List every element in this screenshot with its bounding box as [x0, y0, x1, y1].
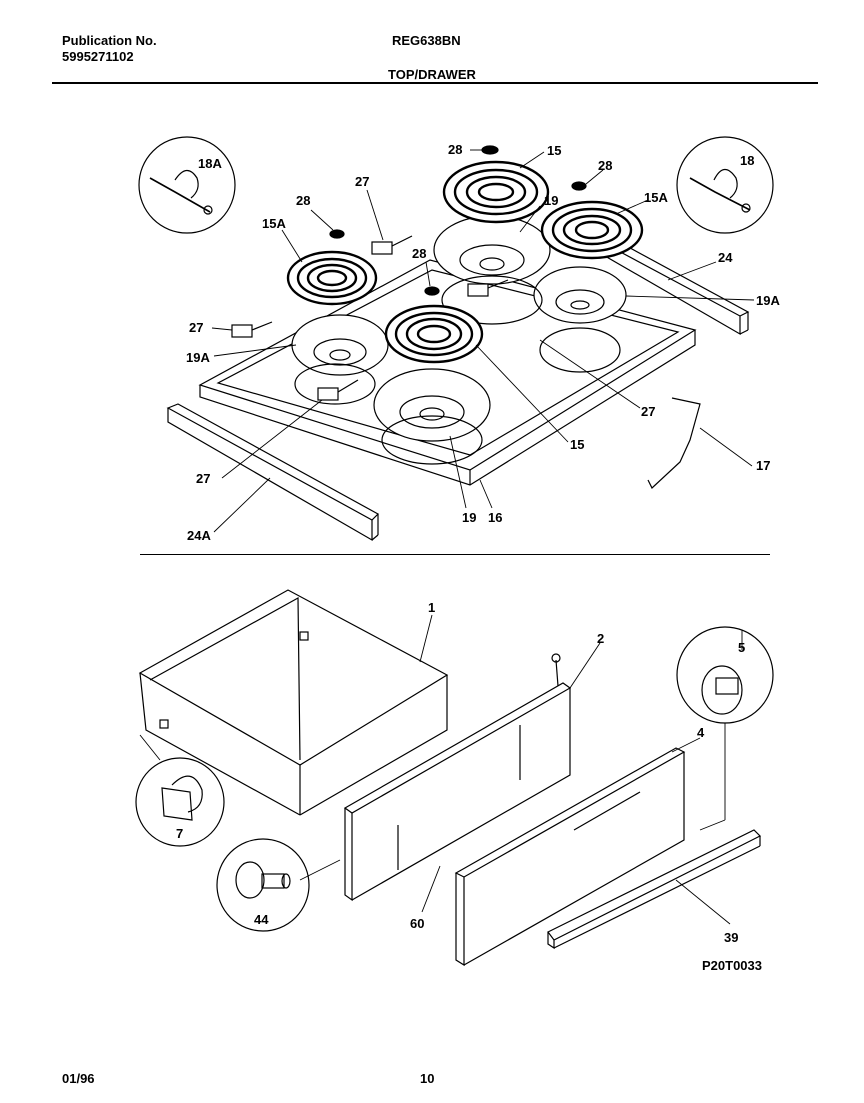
callout-top-5: 27: [355, 174, 369, 189]
top-leaders: [211, 149, 755, 533]
callout-top-21: 16: [488, 510, 502, 525]
header-rule: [52, 82, 818, 84]
callout-bottom-7: 39: [724, 930, 738, 945]
callout-bottom-4: 7: [176, 826, 183, 841]
footer-date: 01/96: [62, 1071, 95, 1086]
bottom-leaders: [139, 614, 743, 925]
publication-label: Publication No.: [62, 33, 157, 48]
inset-18a: [138, 136, 236, 234]
spacers: [329, 145, 587, 296]
callout-labels: 28 15 28 18A 18 27 28 15A 15A 19 28 24 1…: [176, 142, 780, 973]
callout-top-6: 28: [296, 193, 310, 208]
callout-top-20: 19: [462, 510, 476, 525]
section-divider: [140, 554, 770, 555]
callout-bottom-6: 60: [410, 916, 424, 931]
callout-top-9: 19: [544, 193, 558, 208]
callout-bottom-2: 5: [738, 640, 745, 655]
section-title: TOP/DRAWER: [388, 67, 476, 82]
lid-support-wire-17: [647, 397, 701, 489]
callout-top-14: 19A: [186, 350, 210, 365]
callout-top-0: 28: [448, 142, 462, 157]
callout-top-1: 15: [547, 143, 561, 158]
callout-top-2: 28: [598, 158, 612, 173]
inset-44: [216, 838, 310, 932]
callout-top-16: 15: [570, 437, 584, 452]
front-trim-24a: [166, 403, 379, 542]
inset-7: [135, 757, 225, 847]
surface-units: [286, 160, 644, 364]
callout-top-12: 19A: [756, 293, 780, 308]
receptacles: [231, 235, 509, 401]
callout-top-18: 27: [196, 471, 210, 486]
callout-top-15: 27: [641, 404, 655, 419]
callout-bottom-3: 4: [697, 725, 705, 740]
callout-top-19: 24A: [187, 528, 211, 543]
drawer-box-1: [138, 589, 449, 816]
drawer-panel-4: [454, 747, 686, 967]
callout-top-8: 15A: [262, 216, 286, 231]
callout-top-7: 15A: [644, 190, 668, 205]
diagram-code: P20T0033: [702, 958, 762, 973]
model-number: REG638BN: [392, 33, 461, 48]
callout-top-13: 27: [189, 320, 203, 335]
drip-bowls: [291, 215, 627, 465]
publication-number: 5995271102: [62, 49, 134, 64]
page-number: 10: [420, 1071, 435, 1086]
callout-bottom-5: 44: [254, 912, 269, 927]
inset-5: [676, 626, 774, 724]
callout-bottom-1: 2: [597, 631, 604, 646]
handle-39: [547, 829, 762, 950]
callout-top-17: 17: [756, 458, 770, 473]
callout-top-10: 28: [412, 246, 426, 261]
callout-top-11: 24: [718, 250, 733, 265]
callout-top-4: 18: [740, 153, 754, 168]
callout-top-3: 18A: [198, 156, 222, 171]
callout-bottom-0: 1: [428, 600, 435, 615]
inset-18: [676, 136, 774, 234]
